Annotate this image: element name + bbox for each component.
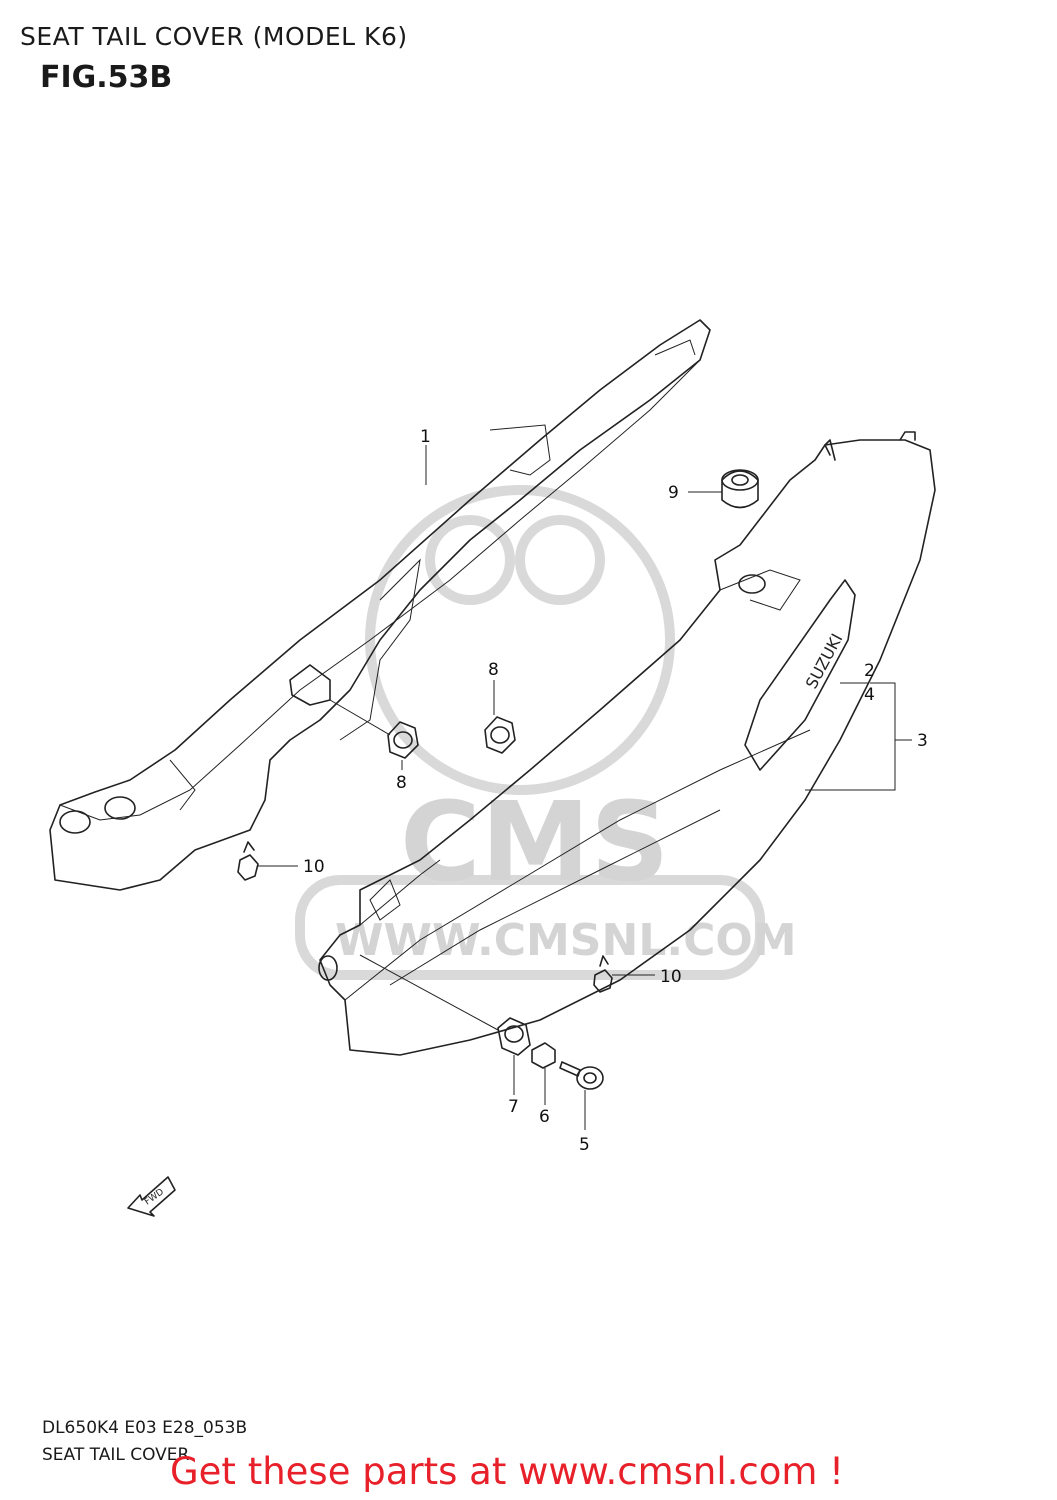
callout-8-left: 8 [396, 773, 407, 793]
part-collar-6 [531, 1042, 556, 1069]
callout-2: 2 [864, 661, 875, 681]
part-left-tail-cover [49, 319, 711, 891]
callout-6: 6 [539, 1107, 550, 1127]
callout-3: 3 [917, 731, 928, 751]
callout-8-center: 8 [488, 660, 499, 680]
leader-lines [258, 445, 912, 1130]
callout-9: 9 [668, 483, 679, 503]
part-clip-10-left [237, 841, 259, 881]
fwd-arrow-icon: FWD [127, 1176, 176, 1217]
fwd-label: FWD [143, 1187, 166, 1207]
diagram-name: SEAT TAIL COVER [42, 1445, 190, 1465]
cta-link[interactable]: Get these parts at www.cmsnl.com ! [170, 1450, 845, 1493]
part-grommet-8-left [387, 721, 419, 759]
watermark-logo-text: CMS [400, 778, 669, 906]
callout-4: 4 [864, 685, 875, 705]
part-grommet-8-center [484, 716, 516, 754]
part-bolt-5 [559, 1061, 604, 1090]
watermark-url-text: WWW.CMSNL.COM [335, 915, 797, 966]
callout-10-left: 10 [303, 857, 325, 877]
figure-number: FIG.53B [40, 60, 173, 95]
page-title: SEAT TAIL COVER (MODEL K6) [20, 22, 408, 51]
callout-7: 7 [508, 1097, 519, 1117]
suzuki-decal-text: SUZUKI [802, 630, 847, 691]
part-grommet-7 [497, 1017, 531, 1056]
part-grommet-9 [721, 469, 759, 509]
callout-1: 1 [420, 427, 431, 447]
part-clip-10-right [593, 955, 613, 993]
diagram-code: DL650K4 E03 E28_053B [42, 1418, 248, 1438]
callout-10-right: 10 [660, 967, 682, 987]
callout-5: 5 [579, 1135, 590, 1155]
watermark-logo: CMS WWW.CMSNL.COM [295, 485, 797, 980]
